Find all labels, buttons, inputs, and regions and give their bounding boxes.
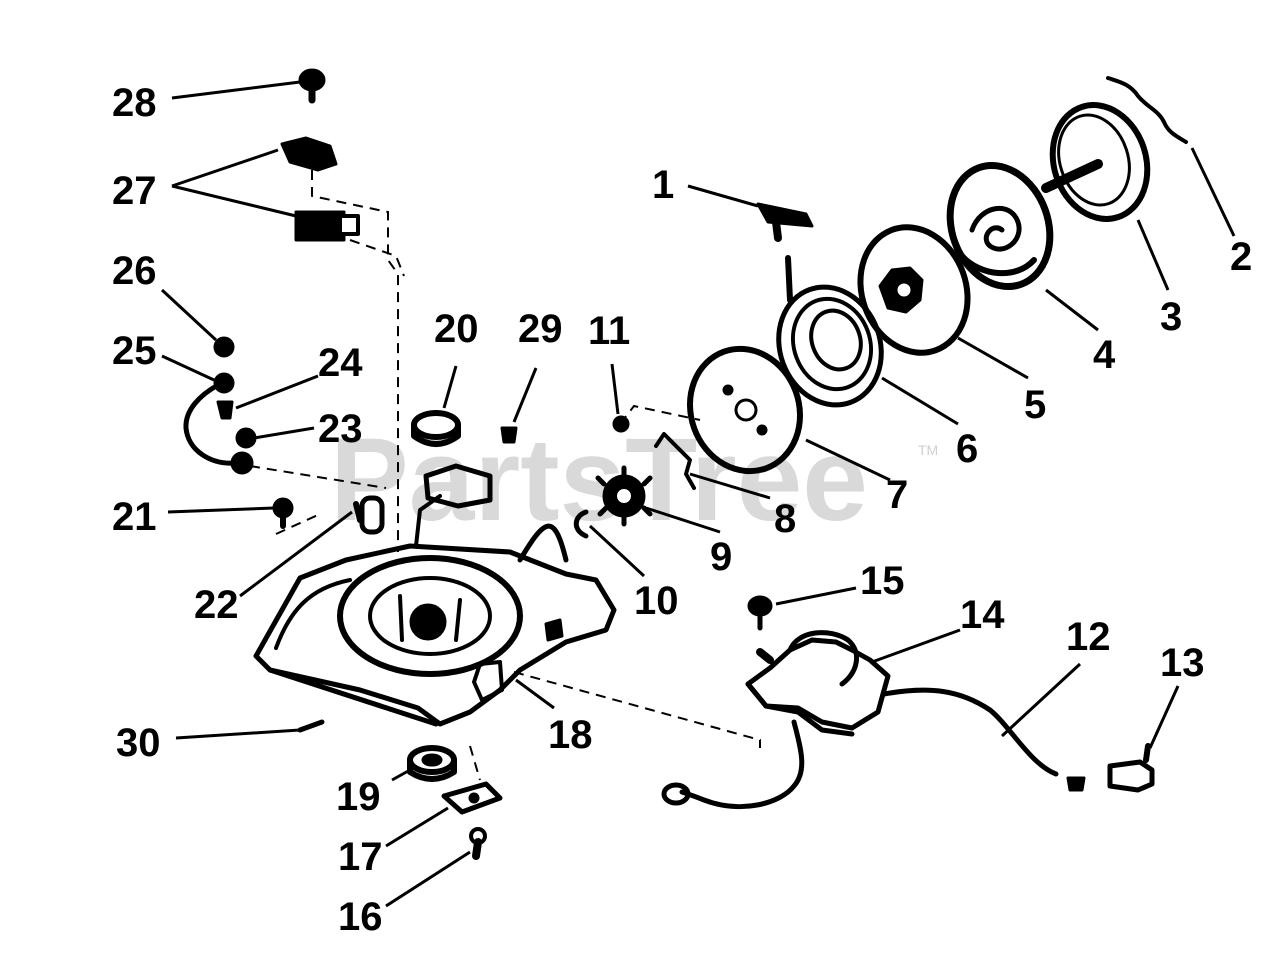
callout-21: 21 [112, 495, 157, 539]
part-12-spark-wire [881, 687, 1086, 792]
callout-1: 1 [652, 163, 674, 207]
part-1-handle [756, 202, 814, 242]
callout-28: 28 [112, 81, 157, 125]
part-23-nut [235, 427, 257, 449]
callout-13: 13 [1160, 641, 1205, 685]
callout-25: 25 [112, 329, 157, 373]
part-25-lead-wire [183, 372, 254, 475]
callout-2: 2 [1230, 235, 1252, 279]
part-17-clip [441, 781, 503, 815]
callout-24: 24 [318, 341, 363, 385]
part-10-retaining-ring [573, 509, 589, 539]
part-9-pinion-gear [595, 465, 653, 527]
part-21-screw [272, 497, 294, 529]
assembly-guide-lines [249, 170, 761, 781]
callout-4: 4 [1093, 333, 1116, 377]
part-27-clips [280, 136, 360, 242]
part-22-pin [353, 495, 385, 535]
callout-23: 23 [318, 407, 363, 451]
part-16-screw [469, 827, 487, 860]
callout-27: 27 [112, 169, 157, 213]
callout-11: 11 [588, 309, 630, 353]
leader-lines [160, 80, 1236, 908]
callout-29: 29 [518, 307, 563, 351]
callout-9: 9 [710, 535, 732, 579]
part-ground-lead [661, 719, 805, 810]
part-30-pin [297, 719, 325, 733]
callout-26: 26 [112, 249, 157, 293]
callout-19: 19 [336, 775, 381, 819]
part-6-recoil-spring [776, 255, 884, 408]
part-2-rope [1106, 76, 1188, 144]
part-5-sprocket-disc [857, 224, 971, 356]
part-28-screw [298, 68, 326, 104]
part-3-pulley [1041, 102, 1151, 222]
part-20-bushing [411, 410, 461, 447]
part-26-screw [213, 336, 235, 358]
watermark-tm: TM [918, 442, 938, 458]
part-18-starter-housing [253, 463, 617, 727]
callout-16: 16 [338, 895, 383, 939]
callout-30: 30 [116, 721, 161, 765]
part-14-ignition-module [745, 630, 891, 737]
callout-22: 22 [194, 583, 239, 627]
part-29-screw [500, 426, 518, 444]
part-19-grommet [407, 745, 457, 782]
part-24-screw [216, 400, 234, 420]
part-4-spring-housing [946, 161, 1054, 291]
callout-6: 6 [956, 427, 978, 471]
callout-12: 12 [1066, 615, 1111, 659]
callout-20: 20 [434, 307, 479, 351]
callout-5: 5 [1024, 383, 1046, 427]
callout-15: 15 [860, 559, 905, 603]
callout-8: 8 [774, 497, 796, 541]
callout-17: 17 [338, 835, 383, 879]
callout-18: 18 [548, 713, 593, 757]
part-13-spark-boot [1107, 743, 1155, 793]
part-8-wire-spring [654, 432, 696, 490]
callout-7: 7 [886, 473, 908, 517]
part-15-screw [747, 595, 773, 631]
part-7-plate [687, 345, 803, 475]
callout-3: 3 [1160, 295, 1182, 339]
callout-labels: 1 2 3 4 5 6 7 8 9 10 11 12 13 14 15 16 1… [112, 81, 1252, 939]
callout-10: 10 [634, 579, 679, 623]
callout-14: 14 [960, 593, 1005, 637]
